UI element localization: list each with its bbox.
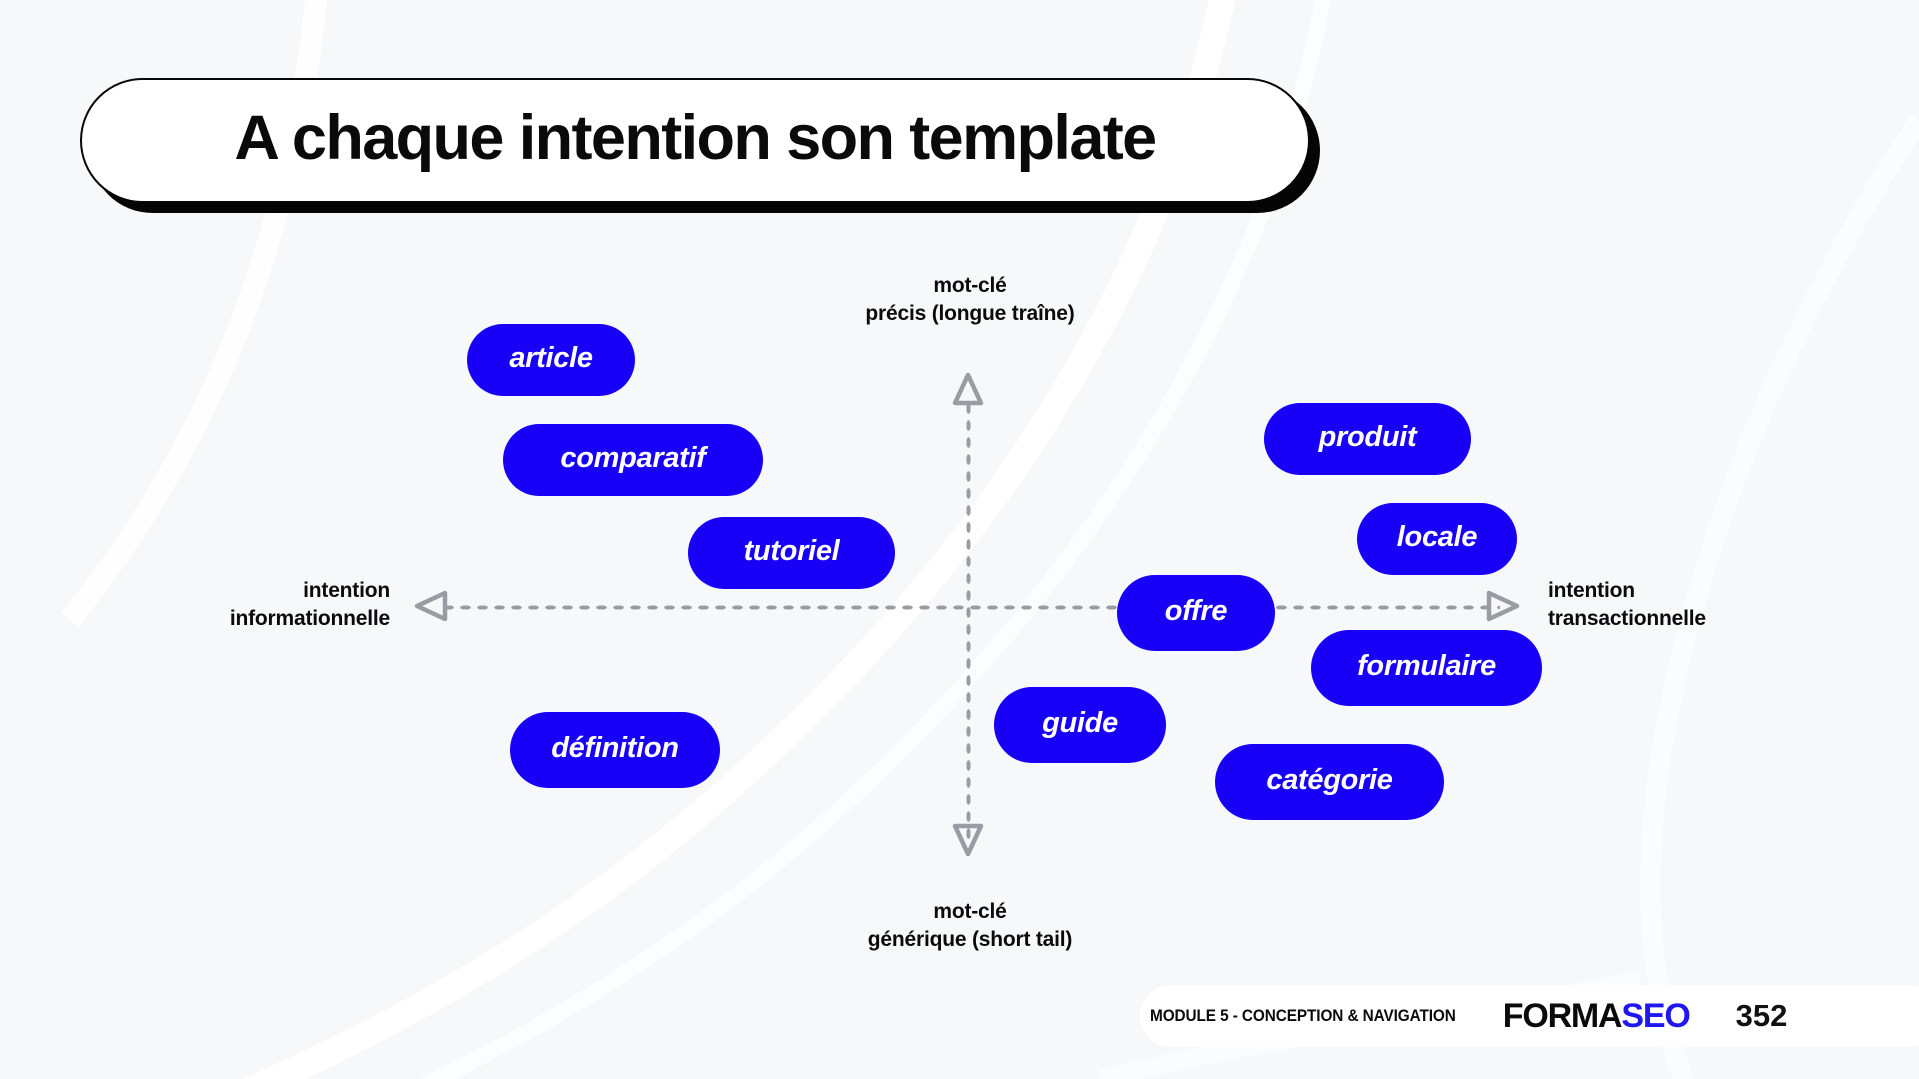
template-pill[interactable]: locale [1357, 503, 1517, 575]
template-pill[interactable]: guide [994, 687, 1166, 763]
arrow-left-icon [414, 590, 448, 627]
axis-label-left: intention informationnelle [20, 577, 390, 634]
axis-label-bottom-line1: mot-clé [933, 900, 1007, 923]
footer-module-label: MODULE 5 - CONCEPTION & NAVIGATION [1150, 1006, 1456, 1025]
axis-label-top-line1: mot-clé [933, 274, 1007, 297]
axis-label-right-line1: intention [1548, 579, 1635, 602]
axis-label-top-line2: précis (longue traîne) [865, 302, 1075, 326]
axis-label-bottom-line2: générique (short tail) [867, 928, 1073, 952]
vertical-axis-dotted-line [965, 400, 972, 840]
page-title: A chaque intention son template [234, 103, 1157, 173]
template-pill[interactable]: catégorie [1215, 744, 1444, 820]
axis-label-bottom: mot-clé générique (short tail) [720, 898, 1220, 955]
brand-logo-seo: SEO [1621, 997, 1690, 1035]
template-pill[interactable]: offre [1117, 575, 1275, 651]
brand-logo: FORMASEO [1502, 997, 1691, 1035]
arrow-right-icon [1486, 590, 1520, 627]
template-pill[interactable]: produit [1264, 403, 1471, 475]
axis-label-left-line1: intention [303, 579, 390, 602]
template-pill[interactable]: comparatif [503, 424, 763, 496]
template-pill[interactable]: tutoriel [688, 517, 895, 589]
footer-background-pill [1140, 985, 1919, 1047]
template-pill[interactable]: définition [510, 712, 720, 788]
page-number: 352 [1735, 998, 1788, 1033]
brand-logo-forma: FORMA [1502, 997, 1623, 1035]
footer: MODULE 5 - CONCEPTION & NAVIGATION FORMA… [1150, 985, 1787, 1047]
slide-title-card: A chaque intention son template [80, 78, 1320, 213]
axis-label-right-line2: transactionnelle [1548, 607, 1706, 631]
template-pill[interactable]: article [467, 324, 635, 396]
arrow-up-icon [952, 372, 984, 411]
arrow-down-icon [952, 823, 984, 862]
axis-label-left-line2: informationnelle [229, 607, 390, 631]
axis-label-right: intention transactionnelle [1548, 577, 1919, 634]
title-card-box: A chaque intention son template [80, 78, 1310, 203]
axis-label-top: mot-clé précis (longue traîne) [720, 272, 1220, 329]
template-pill[interactable]: formulaire [1311, 630, 1542, 706]
